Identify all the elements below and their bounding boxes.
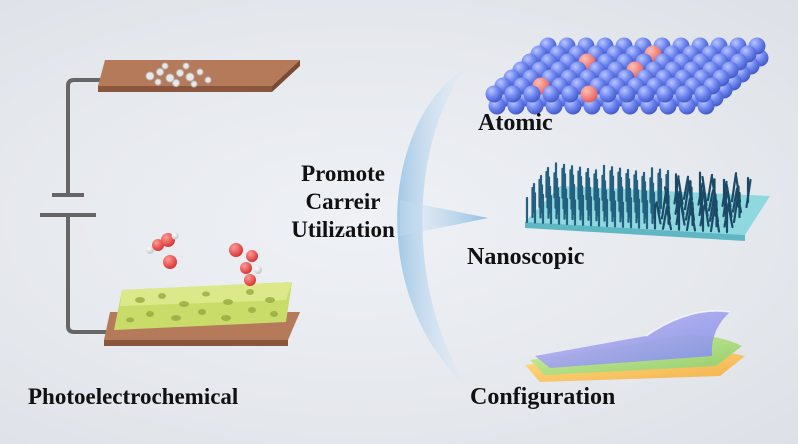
lattice-atom <box>637 85 655 103</box>
lattice-atom <box>694 85 712 103</box>
promote-carrier-utilization-label: Promote Carreir Utilization <box>268 160 418 244</box>
top-electrode <box>98 60 300 92</box>
center-line-3: Utilization <box>291 217 395 242</box>
photoelectrochemical-label: Photoelectrochemical <box>28 384 239 409</box>
atomic-lattice <box>485 37 769 115</box>
center-line-2: Carreir <box>305 189 381 214</box>
nanoscopic-label: Nanoscopic <box>467 244 585 270</box>
center-line-1: Promote <box>301 161 385 186</box>
nanowire <box>679 199 686 226</box>
porous-photoelectrode <box>114 282 292 330</box>
gas-bubbles <box>145 62 212 88</box>
nanowire <box>745 178 752 209</box>
nanowire <box>665 208 673 231</box>
battery-symbol <box>40 193 96 236</box>
nanowire <box>677 177 684 205</box>
promote-arrow <box>400 200 488 236</box>
connecting-arc <box>397 66 472 392</box>
nanowire <box>727 204 734 229</box>
lattice-atom <box>523 85 541 103</box>
lattice-atom <box>485 85 503 103</box>
nanowire <box>707 189 715 212</box>
configuration-label: Configuration <box>470 384 616 410</box>
layered-sheets <box>525 310 745 382</box>
lattice-atom <box>675 85 693 103</box>
nanowire <box>689 206 697 232</box>
lattice-atom <box>656 85 674 103</box>
nanowire <box>732 193 740 224</box>
lattice-atom <box>542 85 560 103</box>
nanowire <box>713 204 721 233</box>
nanowire-array <box>525 162 770 241</box>
lattice-atom <box>504 85 522 103</box>
nanowire <box>684 197 692 221</box>
dopant-atom <box>580 85 598 103</box>
lattice-atom <box>618 85 636 103</box>
water-molecules <box>146 232 262 286</box>
atomic-label: Atomic <box>478 110 553 136</box>
lattice-atom <box>599 85 617 103</box>
nanowire <box>655 201 662 225</box>
circuit-wires <box>66 78 110 334</box>
nanowire <box>703 197 710 227</box>
lattice-atom <box>561 85 579 103</box>
